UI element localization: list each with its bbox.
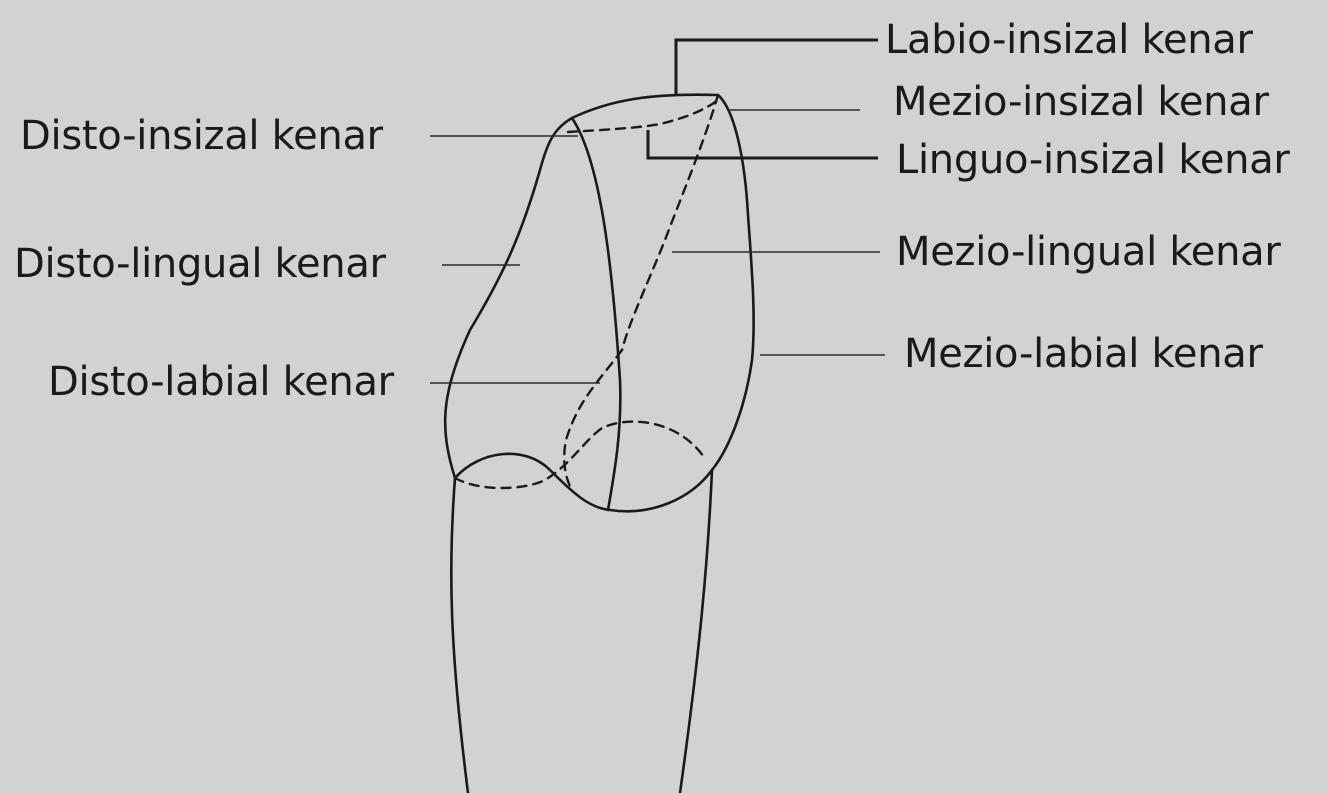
- label-disto-labial: Disto-labial kenar: [48, 360, 394, 404]
- leader-labio-insizal: [676, 40, 878, 95]
- mezio-lingual-line: [622, 95, 718, 350]
- label-mezio-insizal: Mezio-insizal kenar: [893, 80, 1269, 124]
- label-disto-lingual: Disto-lingual kenar: [14, 242, 386, 286]
- label-linguo-insizal: Linguo-insizal kenar: [896, 138, 1290, 182]
- label-labio-insizal: Labio-insizal kenar: [885, 18, 1253, 62]
- disto-lingual-line: [564, 350, 622, 490]
- incisal-lingual-line: [568, 100, 718, 132]
- linguo-insizal-bracket: [648, 130, 690, 158]
- label-mezio-labial: Mezio-labial kenar: [904, 332, 1263, 376]
- root-left-edge: [451, 478, 468, 793]
- label-mezio-lingual: Mezio-lingual kenar: [896, 230, 1281, 274]
- label-disto-insizal: Disto-insizal kenar: [20, 114, 383, 158]
- crown-outline: [445, 95, 754, 478]
- cervical-line-labial: [455, 454, 712, 511]
- root-right-edge: [680, 470, 712, 793]
